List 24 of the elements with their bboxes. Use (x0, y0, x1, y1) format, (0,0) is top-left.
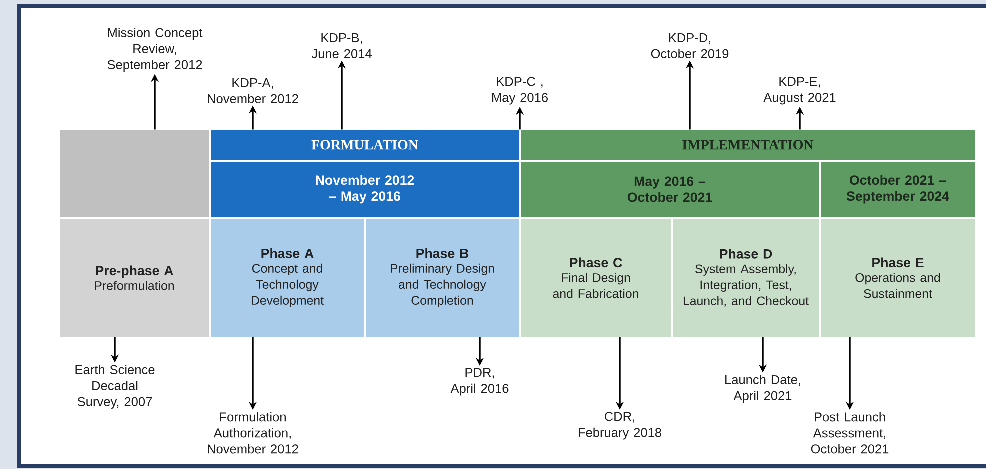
phase-banner: IMPLEMENTATION (521, 130, 975, 160)
milestone-label: Post Launch Assessment, October 2021 (811, 412, 889, 454)
phase-box: Phase D System Assembly, Integration, Test, Launch, and Checkout (673, 219, 819, 337)
phase-box: Pre-phase A Preformulation (60, 219, 209, 337)
milestone-label: KDP-D, October 2019 (651, 34, 729, 58)
phase-box: Phase B Preliminary Design and Technology Completion (366, 219, 519, 337)
milestone-label: Launch Date, April 2021 (726, 375, 800, 403)
milestone-label: PDR, April 2016 (450, 368, 509, 396)
phase-banner: FORMULATION (211, 130, 519, 160)
milestone-label: KDP-E, August 2021 (764, 77, 836, 105)
date-band: October 2021 – September 2024 (821, 162, 975, 217)
milestone-label: KDP-B, June 2014 (312, 34, 372, 58)
phase-box: Phase A Concept and Technology Development (211, 219, 364, 337)
milestone-label: CDR, February 2018 (578, 412, 662, 440)
milestone-label: Formulation Authorization, November 2012 (208, 412, 298, 454)
milestone-label: Mission Concept Review, September 2012 (108, 28, 203, 72)
phase-box: Phase C Final Design and Fabrication (521, 219, 671, 337)
date-band: November 2012 – May 2016 (211, 162, 519, 217)
phase-bar (60, 130, 209, 217)
date-band: May 2016 – October 2021 (521, 162, 819, 217)
milestone-label: KDP-C , May 2016 (492, 77, 548, 105)
milestone-label: Earth Science Decadal Survey, 2007 (76, 365, 155, 409)
phase-box: Phase E Operations and Sustainment (821, 219, 975, 337)
milestone-label: KDP-A, November 2012 (208, 78, 298, 104)
